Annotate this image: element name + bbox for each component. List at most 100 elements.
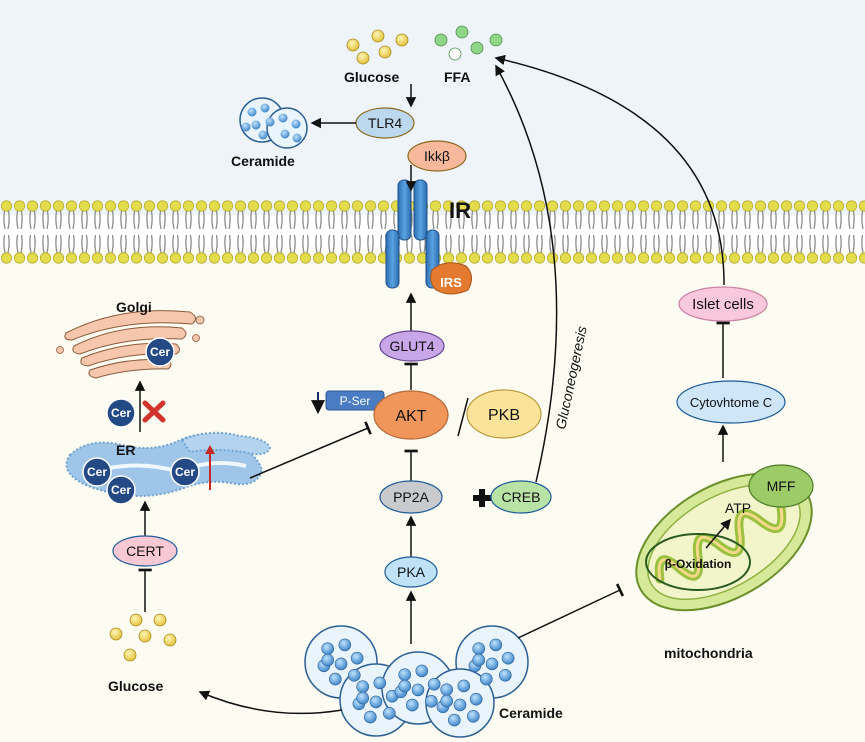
islet-cells-label: Islet cells (692, 296, 754, 313)
ffa-label: FFA (444, 69, 470, 85)
ceramide-cluster-bottom-spheres (317, 638, 515, 727)
cer-er-3-label: Cer (175, 465, 195, 479)
ceramide-sphere (350, 651, 364, 665)
cer-golgi (145, 337, 175, 367)
glucose-label-top: Glucose (344, 69, 399, 85)
arrow-islet-to-ffa (494, 54, 725, 286)
ffa-cluster (434, 25, 503, 61)
cer-er-1 (82, 457, 112, 487)
ceramide-sphere (415, 664, 429, 678)
ceramide-sphere (501, 651, 515, 665)
ceramide-label-top: Ceramide (231, 153, 295, 169)
akt-pkb-divider (457, 397, 469, 437)
glut4-node (379, 330, 445, 362)
akt-label: AKT (395, 408, 426, 425)
cer-er-2 (106, 475, 136, 505)
akt-node (373, 390, 449, 440)
arrow-ceramide-to-glucose (198, 690, 343, 715)
creb-node (490, 480, 552, 514)
beta-oxidation-label: β-Oxidation (665, 557, 732, 571)
cer-transport-label: Cer (111, 406, 131, 420)
mff-node (748, 464, 814, 508)
inhibit-ceramide-to-mitochondria (517, 583, 625, 639)
inhibit-er-to-akt (249, 421, 372, 479)
ceramide-sphere (398, 668, 412, 682)
cer-er-1-label: Cer (87, 465, 107, 479)
cer-golgi-label: Cer (150, 345, 170, 359)
mff-label: MFF (767, 478, 796, 494)
ceramide-sphere (479, 672, 493, 686)
pkb-label: PKB (488, 407, 520, 424)
ceramide-sphere (382, 706, 396, 720)
ceramide-sphere (363, 710, 377, 724)
plus-icon (473, 489, 491, 507)
ceramide-sphere (440, 694, 454, 708)
ceramide-cluster-top (239, 97, 308, 149)
ceramide-sphere (398, 679, 412, 693)
ceramide-sphere (347, 668, 361, 682)
glucose-label-bottom: Glucose (108, 678, 163, 694)
ceramide-sphere (356, 680, 370, 694)
ceramide-sphere (498, 668, 512, 682)
pka-node (384, 556, 438, 588)
cert-label: CERT (126, 543, 164, 559)
cert-node (112, 535, 178, 567)
ceramide-sphere (321, 653, 335, 667)
mitochondria-label: mitochondria (664, 645, 753, 661)
cytochrome-c-label: Cytovhtome C (690, 395, 772, 410)
islet-cells-node (678, 286, 768, 322)
golgi-label: Golgi (116, 299, 152, 315)
glucose-cluster-top (346, 29, 409, 65)
ir-label: IR (449, 198, 471, 223)
cytochrome-c-node (676, 380, 786, 424)
glucose-cluster-bottom (109, 613, 177, 662)
irs-node (430, 262, 472, 295)
er-label: ER (116, 442, 135, 458)
blocked-x-icon (142, 400, 166, 423)
ceramide-sphere (472, 642, 486, 656)
ceramide-sphere (489, 638, 503, 652)
ceramide-sphere (466, 709, 480, 723)
ceramide-sphere (427, 677, 441, 691)
creb-label: CREB (502, 489, 541, 505)
pser-label: P-Ser (340, 394, 371, 408)
ceramide-sphere (356, 691, 370, 705)
beta-oxidation-circle (645, 533, 751, 591)
ceramide-sphere (424, 694, 438, 708)
extracellular-space (0, 0, 865, 215)
ceramide-sphere (405, 698, 419, 712)
ceramide-sphere (338, 638, 352, 652)
cer-er-2-label: Cer (111, 483, 131, 497)
mitochondria (635, 472, 813, 612)
ceramide-sphere (457, 679, 471, 693)
ikkb-label: Ikkβ (424, 148, 450, 164)
ikkb-node (407, 140, 467, 172)
tlr4-label: TLR4 (368, 115, 402, 131)
arrow-creb-to-ffa (495, 64, 558, 483)
ceramide-sphere (485, 657, 499, 671)
ceramide-sphere (328, 672, 342, 686)
cer-transport (106, 398, 136, 428)
glut4-label: GLUT4 (389, 338, 434, 354)
pka-label: PKA (397, 564, 426, 580)
ceramide-label-bottom: Ceramide (499, 705, 563, 721)
ceramide-sphere (469, 692, 483, 706)
atp-label: ATP (725, 500, 751, 516)
ceramide-sphere (440, 683, 454, 697)
ceramide-sphere (334, 657, 348, 671)
ceramide-sphere (321, 642, 335, 656)
ceramide-sphere (373, 676, 387, 690)
pp2a-label: PP2A (393, 489, 429, 505)
arrow-oxidation-to-atp (705, 518, 732, 549)
insulin-receptor (385, 179, 440, 289)
irs-label: IRS (440, 275, 462, 290)
er-red-arrow-head (205, 445, 215, 454)
ceramide-sphere (447, 713, 461, 727)
cer-er-3 (170, 457, 200, 487)
pp2a-node (379, 480, 443, 514)
ceramide-sphere (453, 698, 467, 712)
pkb-node (466, 389, 542, 439)
ceramide-sphere (369, 695, 383, 709)
ceramide-sphere (411, 683, 425, 697)
